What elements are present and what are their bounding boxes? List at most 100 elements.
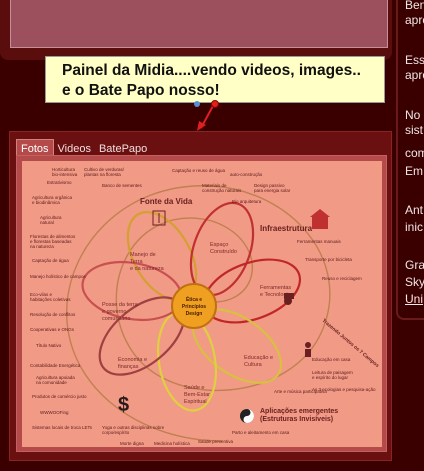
svg-text:Reuso e reciclagem: Reuso e reciclagem xyxy=(322,276,362,281)
svg-text:natural: natural xyxy=(40,220,54,225)
small-labels: Horticultura bio-intensiva Cultivo de ve… xyxy=(30,167,376,446)
center-label-2: Princípios xyxy=(182,304,206,310)
svg-text:bio-intensiva: bio-intensiva xyxy=(52,172,78,177)
svg-text:Saúde e: Saúde e xyxy=(184,385,205,391)
svg-text:Bio arquitetura: Bio arquitetura xyxy=(232,199,262,204)
svg-text:As 3 ecologias e pesquisa-ação: As 3 ecologias e pesquisa-ação xyxy=(312,387,376,392)
right-line: Sky xyxy=(405,275,424,289)
center-label-3: Design xyxy=(186,311,203,317)
svg-text:comunitário: comunitário xyxy=(102,316,130,322)
svg-text:Morte digna: Morte digna xyxy=(120,441,144,446)
svg-text:Sistemas locais de troca LETs: Sistemas locais de troca LETs xyxy=(32,425,93,430)
svg-text:Materiais de: Materiais de xyxy=(202,183,227,188)
domain-estruturas: (Estruturas Invisíveis) xyxy=(260,416,333,423)
right-line: Ess xyxy=(405,53,424,67)
svg-text:e espírito do lugar: e espírito do lugar xyxy=(312,375,349,380)
right-line: Em xyxy=(405,164,423,178)
svg-text:para energia solar: para energia solar xyxy=(254,188,291,193)
family-icon xyxy=(305,342,311,357)
svg-text:Yoga e outras disciplinas sobr: Yoga e outras disciplinas sobre xyxy=(102,425,165,430)
right-column: Ben apro Ess apro No sist com Em Ant ini… xyxy=(396,0,424,320)
yin-yang-icon xyxy=(240,409,254,423)
right-line: com xyxy=(405,146,424,160)
svg-text:Eco-vilas e: Eco-vilas e xyxy=(30,292,53,297)
domain-aplicacoes: Aplicações emergentes xyxy=(260,408,338,415)
callout-pointer-arrow xyxy=(194,101,215,131)
svg-text:Design passivo: Design passivo xyxy=(254,183,285,188)
building-icon xyxy=(310,209,330,229)
svg-text:Espiritual: Espiritual xyxy=(184,399,207,405)
svg-text:$: $ xyxy=(118,394,129,416)
svg-text:na comunidade: na comunidade xyxy=(36,380,67,385)
svg-text:WWWOOFing: WWWOOFing xyxy=(40,410,69,415)
top-panel xyxy=(0,0,392,60)
svg-text:Captação de água: Captação de água xyxy=(32,258,69,263)
svg-text:auto-construção: auto-construção xyxy=(230,172,263,177)
center-circle xyxy=(171,283,217,329)
svg-text:corpo/espírito: corpo/espírito xyxy=(102,430,130,435)
svg-text:Terra: Terra xyxy=(130,259,143,265)
svg-text:Estrativismo: Estrativismo xyxy=(47,180,72,185)
svg-text:Horticultura: Horticultura xyxy=(52,167,76,172)
svg-text:Saúde preventiva: Saúde preventiva xyxy=(198,439,234,444)
svg-text:Captação e reuso de água: Captação e reuso de água xyxy=(172,168,226,173)
svg-text:Economia e: Economia e xyxy=(118,357,147,363)
pointer-dot xyxy=(211,100,219,108)
tab-bar: Fotos Videos BatePapo xyxy=(16,136,151,158)
svg-text:Educação em casa: Educação em casa xyxy=(312,357,351,362)
right-line: Ant xyxy=(405,203,424,217)
right-line: sist xyxy=(405,123,423,137)
svg-text:Cultivo de verduras/: Cultivo de verduras/ xyxy=(84,167,125,172)
svg-text:Espaço: Espaço xyxy=(210,242,228,248)
right-line: apro xyxy=(405,13,424,27)
spiral-path xyxy=(66,185,331,442)
svg-text:e Tecnologia: e Tecnologia xyxy=(260,292,292,298)
right-line: Gra xyxy=(405,258,424,272)
right-line: No xyxy=(405,108,421,122)
svg-text:Transporte por bicicleta: Transporte por bicicleta xyxy=(305,257,352,262)
tab-fotos[interactable]: Fotos xyxy=(16,139,54,158)
svg-text:Ferramentas: Ferramentas xyxy=(260,285,291,291)
svg-text:Banco de sementes: Banco de sementes xyxy=(102,183,143,188)
svg-text:Educação e: Educação e xyxy=(244,355,273,361)
svg-text:habitações coletivas: habitações coletivas xyxy=(30,297,71,302)
svg-text:Agricultura orgânica: Agricultura orgânica xyxy=(32,195,73,200)
svg-text:Título Nativo: Título Nativo xyxy=(36,343,62,348)
tab-videos[interactable]: Videos xyxy=(57,143,91,155)
right-link[interactable]: Uni xyxy=(405,292,424,306)
svg-text:Manejo holístico de campos: Manejo holístico de campos xyxy=(30,274,87,279)
svg-text:Cultura: Cultura xyxy=(244,362,263,368)
svg-text:plantas na floresta: plantas na floresta xyxy=(84,172,121,177)
svg-text:Bem-Estar: Bem-Estar xyxy=(184,392,210,398)
svg-text:Cooperativas e ONGs: Cooperativas e ONGs xyxy=(30,327,75,332)
tab-batepapo[interactable]: BatePapo xyxy=(98,143,148,155)
svg-text:Ferramentas manuais: Ferramentas manuais xyxy=(297,239,342,244)
right-line: Ben xyxy=(405,0,424,12)
tree-of-life-icon xyxy=(152,210,166,226)
callout-text: Painel da Midia....vendo videos, images.… xyxy=(62,61,382,101)
callout-line-1: Painel da Midia....vendo videos, images.… xyxy=(62,62,361,79)
svg-text:Manejo de: Manejo de xyxy=(130,252,156,258)
tractor-icon xyxy=(284,293,294,305)
petal-labels: Manejo de Terra e da natureza Espaço Con… xyxy=(102,242,292,405)
callout-box: Painel da Midia....vendo videos, images.… xyxy=(45,56,385,103)
permaculture-flower-image[interactable]: Ética e Princípios Design Manejo de Terr… xyxy=(22,161,382,447)
center-label-1: Ética e xyxy=(186,295,202,303)
svg-text:Resolução de conflitos: Resolução de conflitos xyxy=(30,312,76,317)
svg-text:Agricultura: Agricultura xyxy=(40,215,62,220)
callout-line-2: e o Bate Papo nosso! xyxy=(62,82,220,99)
svg-text:e governo: e governo xyxy=(102,309,126,315)
right-line: inic xyxy=(405,220,424,234)
svg-text:Arte e música participativa: Arte e música participativa xyxy=(274,389,327,394)
svg-text:Agricultura apoiada: Agricultura apoiada xyxy=(36,375,75,380)
svg-text:na natureza: na natureza xyxy=(30,244,54,249)
svg-text:e biodinâmica: e biodinâmica xyxy=(32,200,60,205)
permaculture-flower-diagram: Ética e Princípios Design Manejo de Terr… xyxy=(30,167,380,446)
svg-text:Leitura de paisagem: Leitura de paisagem xyxy=(312,370,353,375)
svg-text:Medicina holística: Medicina holística xyxy=(154,441,190,446)
svg-text:Produtos de comércio justo: Produtos de comércio justo xyxy=(32,394,87,399)
right-line: apro xyxy=(405,68,424,82)
svg-text:Parto e aleitamento em casa: Parto e aleitamento em casa xyxy=(232,430,290,435)
svg-text:Posse da terra: Posse da terra xyxy=(102,302,139,308)
domain-infraestrutura: Infraestrutura xyxy=(260,224,313,233)
